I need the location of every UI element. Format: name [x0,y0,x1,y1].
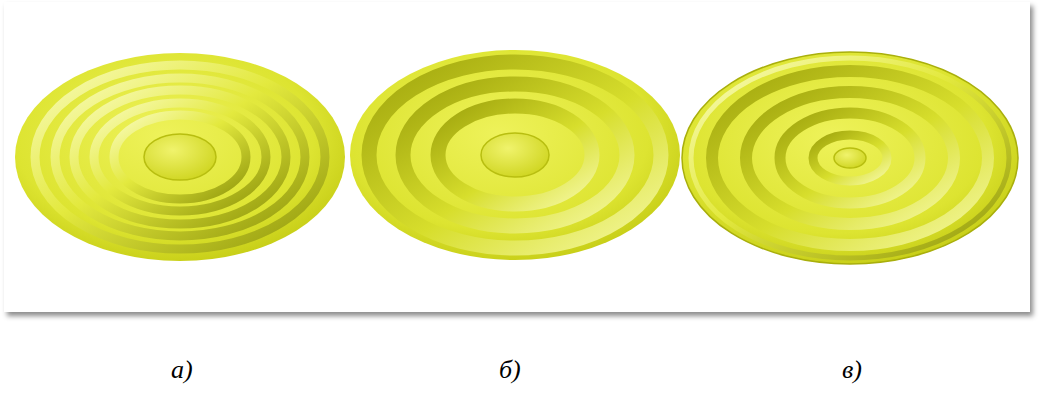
membrane-a [15,53,345,261]
membrane-c [682,52,1018,264]
membrane-b [350,50,680,260]
figure-caption-letter: а) [171,355,193,385]
figure-caption-letter: б) [499,355,521,385]
figure-caption-letter: в) [842,355,862,385]
